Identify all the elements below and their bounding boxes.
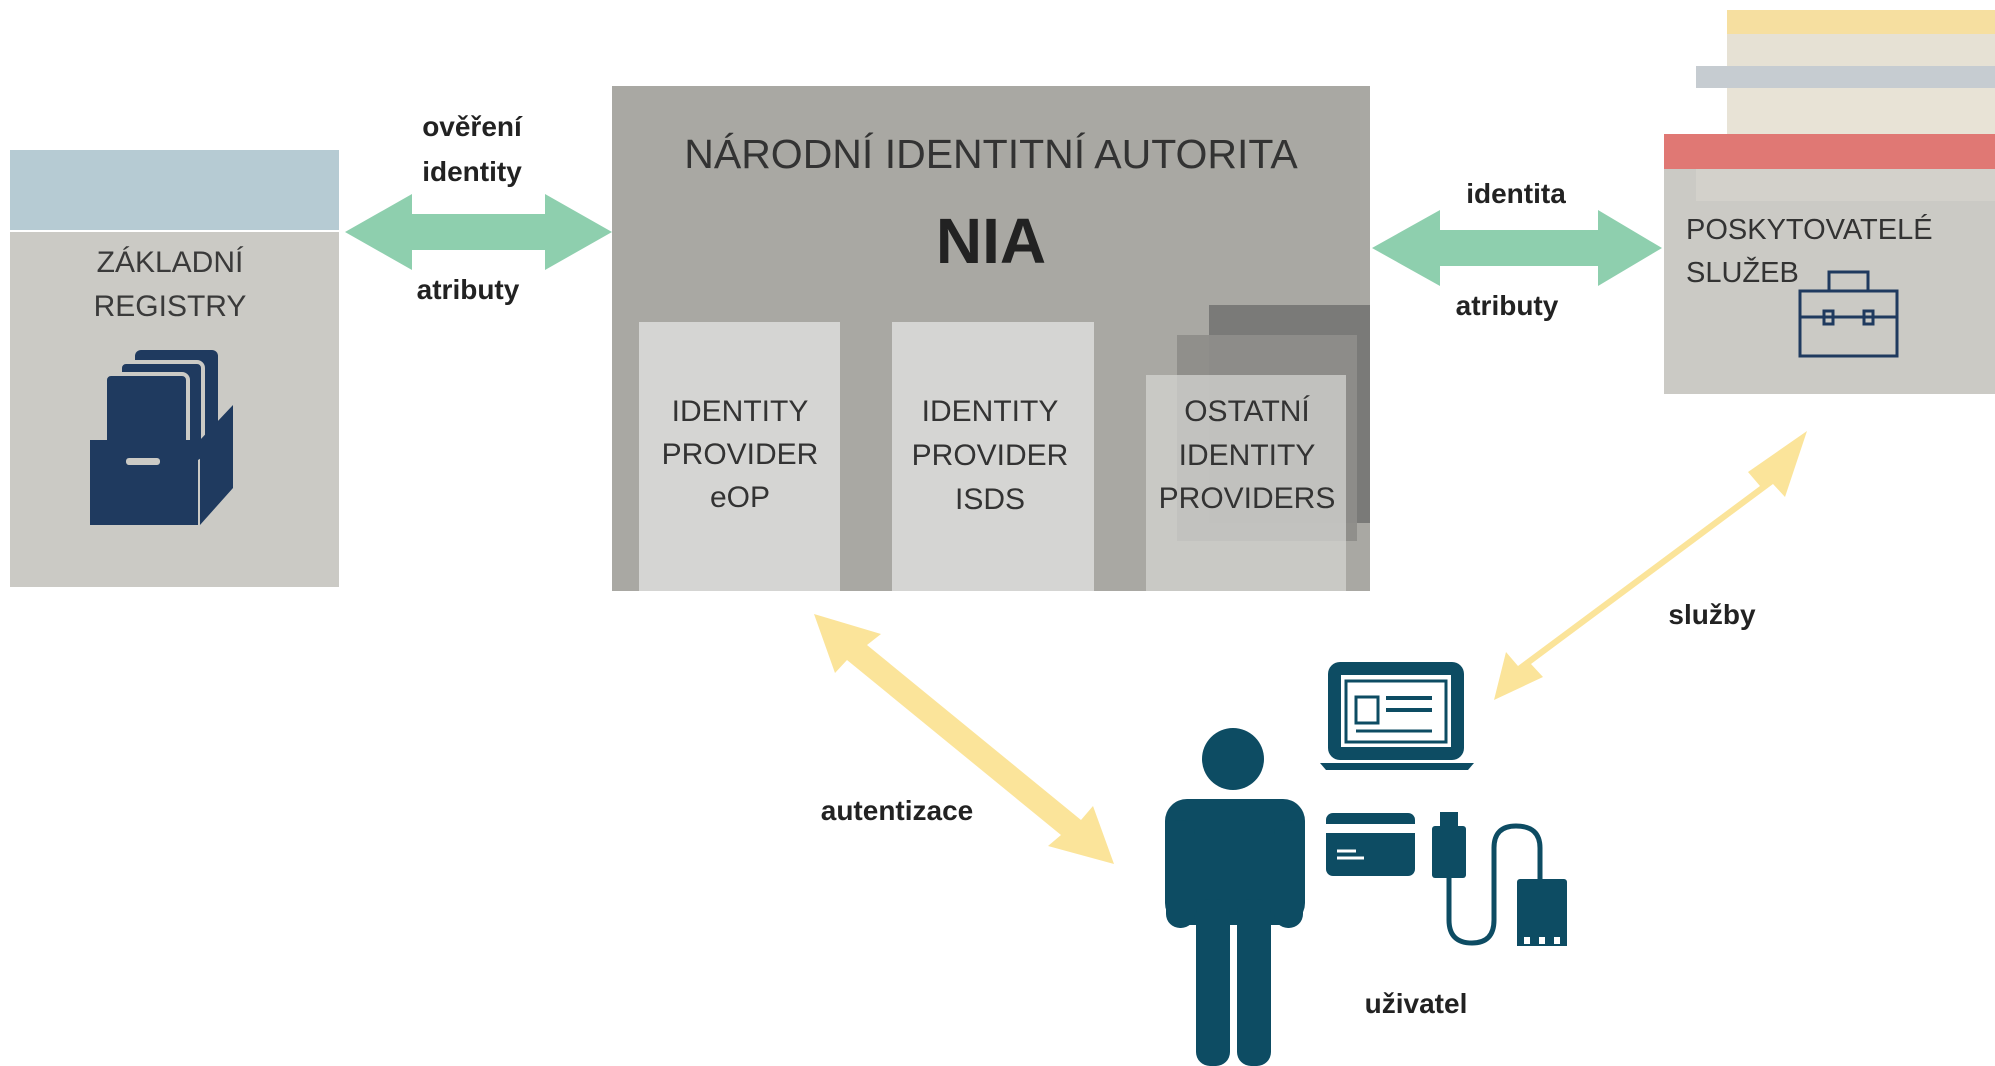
id-card-icon (1326, 813, 1415, 876)
registry-panel: ZÁKLADNÍ REGISTRY (10, 150, 339, 587)
label-authentication: autentizace (821, 795, 974, 826)
provider-isds-line2: PROVIDER (912, 439, 1069, 472)
nia-abbr: NIA (936, 205, 1046, 277)
yellow-arrow-authentication (814, 614, 1114, 864)
label-services: služby (1668, 599, 1756, 630)
label-attributes-left: atributy (417, 274, 520, 305)
briefcase-icon (1798, 270, 1899, 358)
provider-eop-line1: IDENTITY (672, 395, 809, 428)
label-attributes-right: atributy (1456, 290, 1559, 321)
provider-other-line2: IDENTITY (1179, 439, 1316, 472)
label-user: uživatel (1365, 988, 1468, 1019)
file-cabinet-icon (90, 350, 233, 525)
provider-other-box (1146, 375, 1346, 591)
services-panel: POSKYTOVATELÉ SLUŽEB (1664, 10, 1995, 394)
provider-other-line1: OSTATNÍ (1184, 395, 1310, 428)
label-verify-line2: identity (422, 156, 522, 187)
provider-eop-line3: eOP (710, 481, 770, 514)
nia-title: NÁRODNÍ IDENTITNÍ AUTORITA (684, 131, 1298, 177)
nia-panel: NÁRODNÍ IDENTITNÍ AUTORITA NIA IDENTITY … (612, 86, 1370, 591)
services-title-line1: POSKYTOVATELÉ (1686, 213, 1933, 246)
provider-isds-line3: ISDS (955, 483, 1025, 516)
registry-title-line1: ZÁKLADNÍ (97, 246, 244, 279)
provider-other-line3: PROVIDERS (1159, 482, 1336, 515)
label-verify-line1: ověření (422, 111, 523, 142)
services-title-line2: SLUŽEB (1686, 256, 1799, 289)
person-icon (1165, 728, 1305, 1066)
registry-title-line2: REGISTRY (94, 290, 247, 323)
green-arrow-right (1372, 210, 1662, 286)
label-identity: identita (1466, 178, 1566, 209)
provider-eop-line2: PROVIDER (662, 438, 819, 471)
green-arrow-left (345, 194, 612, 270)
provider-eop-box (639, 322, 840, 591)
provider-isds-box (892, 322, 1094, 591)
provider-isds-line1: IDENTITY (922, 395, 1059, 428)
yellow-arrow-services (1494, 431, 1807, 700)
usb-token-icon (1432, 812, 1567, 946)
laptop-icon (1320, 662, 1474, 770)
